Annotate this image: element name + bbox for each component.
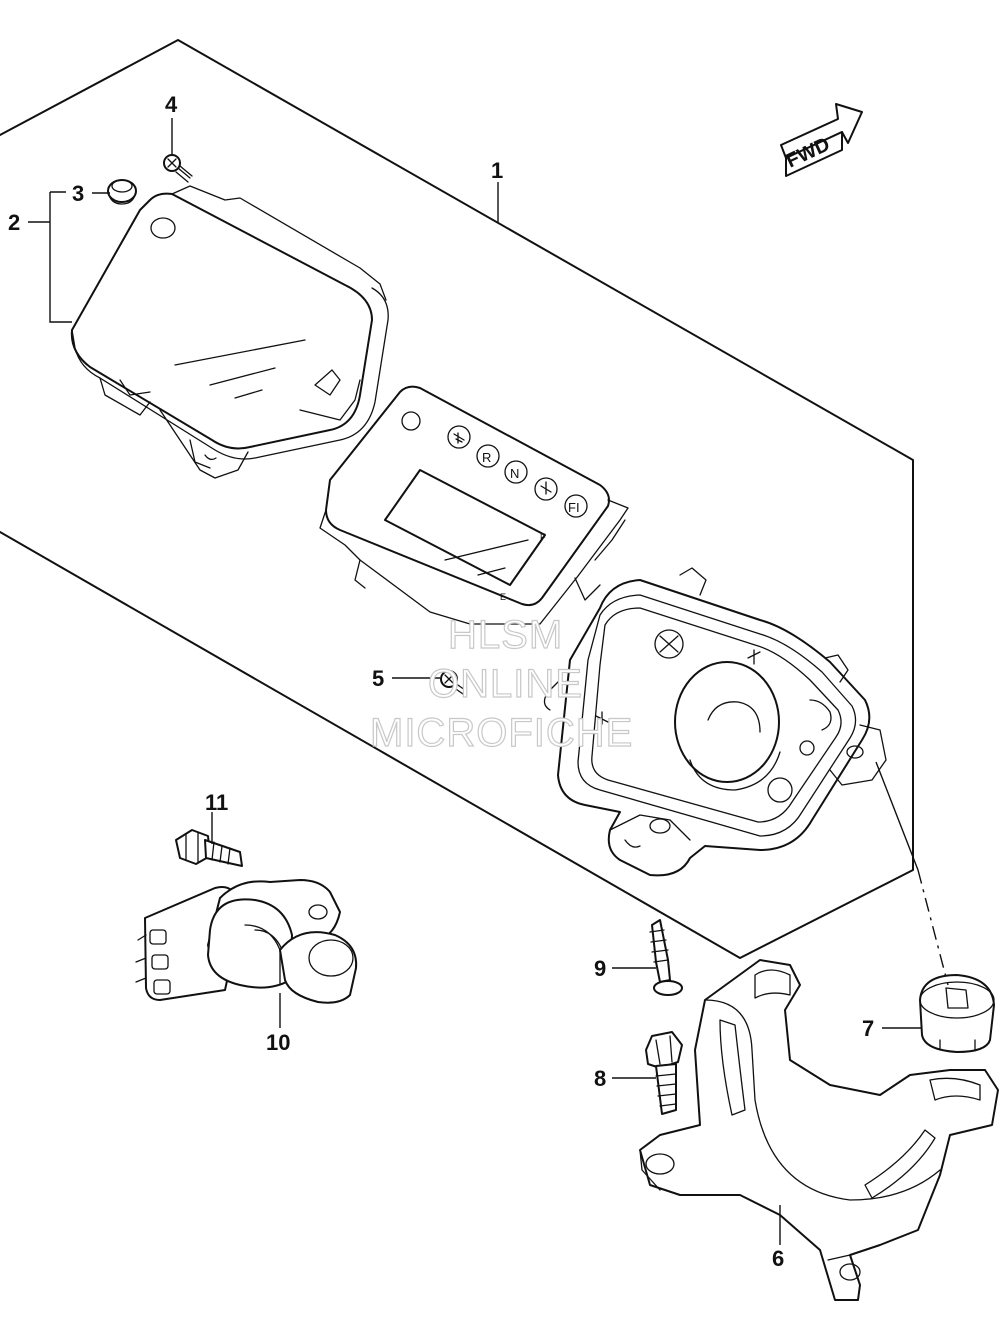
indicator-panel: R N FI F E [319,385,629,625]
speed-sensor [135,879,358,1004]
meter-case [70,185,389,479]
callout-1: 1 [491,158,503,183]
indicator-fi: FI [568,500,580,515]
callout-7: 7 [862,1016,874,1041]
watermark: HLSM ONLINE MICROFICHE [369,612,633,755]
meter-housing [543,567,887,877]
callout-5: 5 [372,666,384,691]
watermark-line-1: HLSM [448,613,563,657]
assembly-boundary [0,39,914,959]
callout-9: 9 [594,956,606,981]
gauge-mark-f: F [540,532,546,542]
callout-10: 10 [266,1030,290,1055]
leader-lines [28,118,949,1245]
callout-3: 3 [72,181,84,206]
gauge-mark-e: E [500,592,506,602]
callout-6: 6 [772,1246,784,1271]
watermark-line-2: ONLINE [428,662,583,706]
screw-part-5 [440,670,466,695]
callout-2: 2 [8,210,20,235]
bolt-part-11 [175,829,243,867]
callout-4: 4 [165,92,178,117]
callout-11: 11 [205,790,228,815]
indicator-r: R [482,450,491,465]
grommet [919,974,995,1053]
screw-part-4 [163,154,193,183]
indicator-n: N [510,466,519,481]
screw-part-9 [649,919,683,996]
bolt-part-8 [645,1031,683,1115]
mounting-bracket [639,959,999,1301]
fwd-arrow: FWD [780,103,863,177]
watermark-line-3: MICROFICHE [370,711,633,755]
cap-part [107,179,137,205]
callout-8: 8 [594,1066,606,1091]
